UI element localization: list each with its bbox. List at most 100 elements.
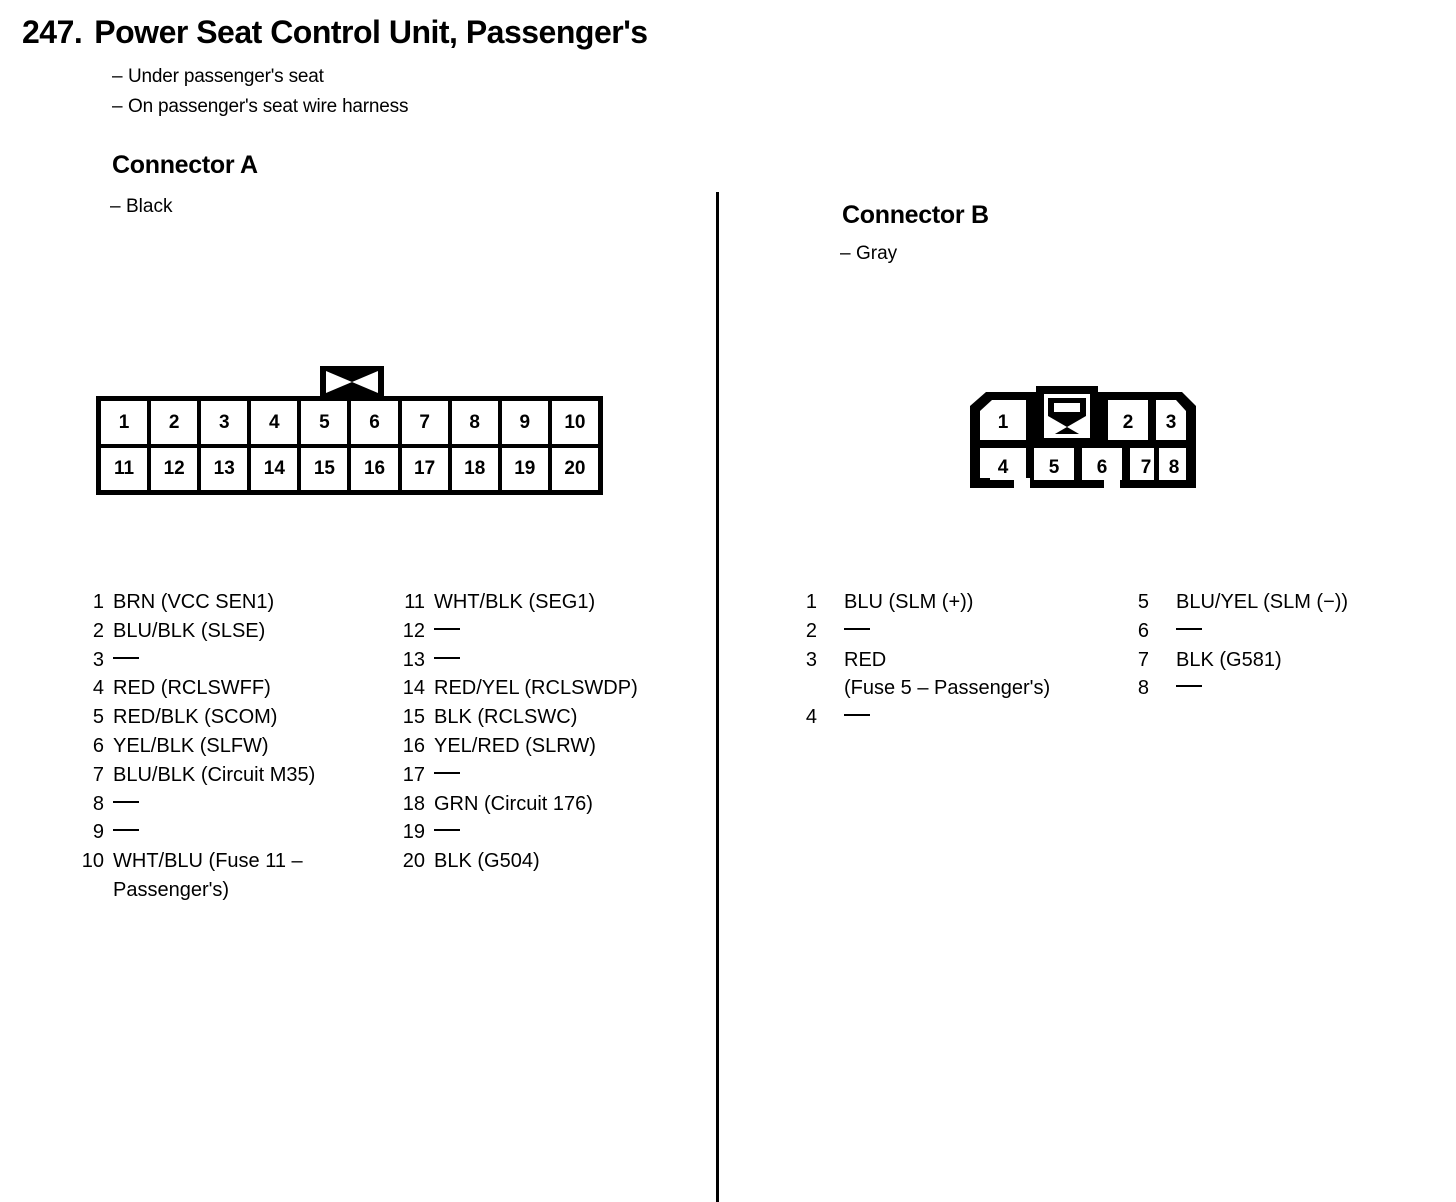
pin-entry: 6 YEL/BLK (SLFW) [78, 732, 315, 761]
pin-number: 9 [92, 821, 104, 844]
pin-description: RED/YEL (RCLSWDP) [434, 677, 638, 700]
location-note-2-text: On passenger's seat wire harness [128, 96, 409, 117]
pin-number: 1 [92, 591, 104, 613]
pin-number: 4 [805, 706, 817, 729]
pin-entry: 5 RED/BLK (SCOM) [78, 703, 315, 732]
pin-entry: 2 BLU/BLK (SLSE) [78, 617, 315, 646]
pin-description: YEL/BLK (SLFW) [113, 734, 269, 757]
pin-number: 11 [404, 591, 425, 613]
pin-cell: 13 [197, 447, 248, 490]
pin-description: BLK (G504) [434, 850, 540, 873]
connector-a-pin-list-left: 1 BRN (VCC SEN1) 2 BLU/BLK (SLSE) 3 4 RE… [78, 588, 316, 905]
pin-cell: 7 [397, 401, 448, 444]
pin-description-empty [434, 646, 638, 675]
pin-description-empty [434, 761, 638, 790]
connector-a-heading: Connector A [112, 151, 258, 179]
pin-entry: 14 RED/YEL (RCLSWDP) [399, 674, 638, 703]
pin-entry: 1 BLU (SLM (+)) [799, 588, 1050, 617]
connector-a-pin-grid: 1 2 3 4 5 6 7 8 9 10 11 12 13 14 15 16 1… [96, 396, 603, 495]
pin-number: 1 [805, 591, 817, 613]
pin-number: 2 [92, 619, 104, 642]
pin-description-continuation: Passenger's) [113, 878, 230, 901]
pin-number: 4 [92, 677, 104, 700]
pin-cell: 19 [497, 447, 548, 490]
pin-entry: 6 [1131, 617, 1348, 646]
pin-cell: 20 [547, 447, 598, 490]
connector-b-pin-list-right: 5 BLU/YEL (SLM (−)) 6 7 BLK (G581) 8 [1131, 588, 1348, 703]
pin-description: RED (RCLSWFF) [113, 677, 271, 700]
column-divider [716, 192, 719, 1202]
pin-entry: 12 [399, 617, 638, 646]
pin-cell: 16 [347, 447, 398, 490]
pin-cell: 6 [347, 401, 398, 444]
section-number: 247. [22, 14, 83, 50]
pin-description: BRN (VCC SEN1) [113, 591, 275, 613]
pin-number: 6 [1137, 619, 1149, 642]
dash-bullet-icon: – [840, 243, 851, 264]
pin-number: 19 [402, 821, 425, 844]
pin-description: BLU/YEL (SLM (−)) [1176, 591, 1349, 613]
connector-a-latch-tab [320, 366, 384, 398]
pin-number: 15 [402, 706, 425, 729]
pin-cell: 10 [547, 401, 598, 444]
pin-entry: 11 WHT/BLK (SEG1) [399, 588, 638, 617]
pin-number: 13 [402, 648, 425, 671]
pin-entry: 5 BLU/YEL (SLM (−)) [1131, 588, 1348, 617]
pin-entry: 3 [78, 646, 315, 675]
empty-pin-dash-icon [113, 829, 139, 832]
pin-cell: 1 [101, 401, 148, 444]
pin-number: 10 [81, 850, 104, 873]
pin-entry: 4 RED (RCLSWFF) [78, 674, 315, 703]
empty-pin-dash-icon [844, 627, 870, 630]
pin-cell: 15 [297, 447, 348, 490]
connector-b-pin-list-left: 1 BLU (SLM (+)) 2 3 RED (Fuse 5 – Passen… [799, 588, 1050, 732]
connector-b-shell-outline [970, 386, 1196, 488]
pin-entry: 2 [799, 617, 1050, 646]
pin-cell: 12 [147, 447, 198, 490]
pin-number: 20 [402, 850, 425, 873]
pin-number: 6 [92, 734, 104, 757]
empty-pin-dash-icon [113, 656, 139, 659]
location-note-1: –Under passenger's seat [112, 66, 324, 88]
pin-cell: 11 [101, 447, 148, 490]
pin-description: WHT/BLK (SEG1) [434, 591, 596, 613]
pin-description: YEL/RED (SLRW) [434, 734, 596, 757]
section-title: Power Seat Control Unit, Passenger's [94, 14, 648, 50]
pin-description: BLU/BLK (Circuit M35) [113, 763, 316, 786]
pin-number: 12 [402, 619, 425, 642]
pin-entry: 4 [799, 703, 1050, 732]
pin-cell: 9 [497, 401, 548, 444]
pin-description-continuation: (Fuse 5 – Passenger's) [844, 677, 1051, 700]
empty-pin-dash-icon [434, 771, 460, 774]
dash-bullet-icon: – [110, 196, 121, 217]
pin-entry: 7 BLU/BLK (Circuit M35) [78, 761, 315, 790]
page-title: 247. Power Seat Control Unit, Passenger'… [22, 14, 648, 51]
pin-cell: 5 [1048, 457, 1060, 478]
empty-pin-dash-icon [434, 627, 460, 630]
pin-entry: 15 BLK (RCLSWC) [399, 703, 638, 732]
pin-description-empty [844, 703, 1050, 732]
pin-description: BLU (SLM (+)) [844, 591, 974, 613]
bowtie-icon [326, 371, 378, 393]
pin-number: 16 [402, 734, 425, 757]
pin-number: 8 [92, 792, 104, 815]
pin-description-empty [434, 617, 638, 646]
connector-a-pinout-diagram: 1 2 3 4 5 6 7 8 9 10 11 12 13 14 15 16 1… [96, 366, 606, 498]
pin-cell: 2 [147, 401, 198, 444]
pin-description: BLU/BLK (SLSE) [113, 619, 266, 642]
pin-entry: 19 [399, 818, 638, 847]
pin-cell: 5 [297, 401, 348, 444]
pin-number: 5 [92, 706, 104, 729]
pin-entry: 1 BRN (VCC SEN1) [78, 588, 315, 617]
pin-number: 17 [402, 763, 425, 786]
pin-description-empty [113, 818, 315, 847]
pin-cell: 2 [1122, 412, 1134, 433]
pin-cell: 14 [247, 447, 298, 490]
pin-description: BLK (RCLSWC) [434, 706, 578, 729]
empty-pin-dash-icon [113, 800, 139, 803]
pin-description-empty [113, 646, 315, 675]
connector-b-heading: Connector B [842, 201, 989, 229]
pin-cell: 3 [197, 401, 248, 444]
pin-description: WHT/BLU (Fuse 11 – [113, 850, 303, 873]
